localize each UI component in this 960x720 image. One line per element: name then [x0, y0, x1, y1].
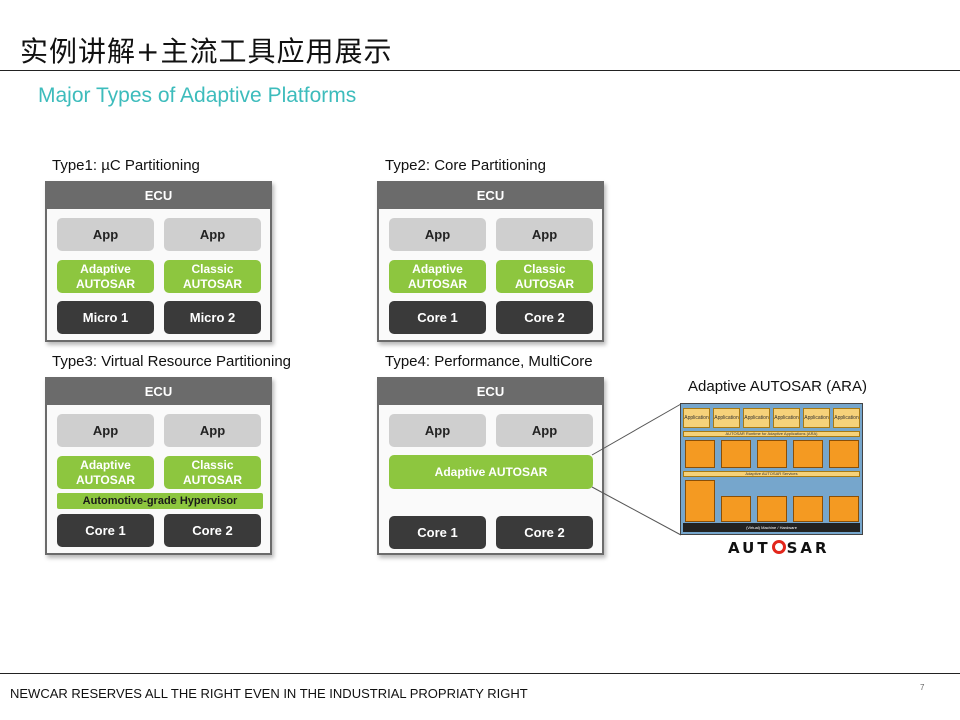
- type3-label: Type3: Virtual Resource Partitioning: [52, 353, 292, 370]
- app-block: App: [164, 414, 261, 447]
- footer-divider: [0, 673, 960, 674]
- ecu-header: ECU: [47, 379, 270, 405]
- classic-autosar-block: Classic AUTOSAR: [164, 260, 261, 293]
- adaptive-autosar-block: Adaptive AUTOSAR: [389, 455, 593, 489]
- ecu-header: ECU: [379, 379, 602, 405]
- ara-module: [685, 480, 715, 522]
- ara-module: [721, 496, 751, 522]
- core-block: Core 1: [57, 514, 154, 547]
- ara-module: [829, 496, 859, 522]
- ecu-header: ECU: [379, 183, 602, 209]
- app-block: App: [164, 218, 261, 251]
- ara-application-cell: Application: [803, 408, 830, 428]
- ara-module: [793, 496, 823, 522]
- ara-module: [685, 440, 715, 468]
- app-block: App: [389, 218, 486, 251]
- ara-module: [757, 496, 787, 522]
- core-block: Core 1: [389, 301, 486, 334]
- adaptive-autosar-block: Adaptive AUTOSAR: [57, 456, 154, 489]
- app-block: App: [57, 218, 154, 251]
- ara-title: Adaptive AUTOSAR (ARA): [688, 378, 867, 395]
- type2-label: Type2: Core Partitioning: [385, 157, 546, 174]
- ara-application-cell: Application: [683, 408, 710, 428]
- ara-application-cell: Application: [833, 408, 860, 428]
- ara-application-row: Application Application Application Appl…: [683, 408, 860, 428]
- micro-block: Micro 1: [57, 301, 154, 334]
- ara-module: [757, 440, 787, 468]
- type3-ecu-diagram: ECU App App Adaptive AUTOSAR Classic AUT…: [45, 377, 272, 555]
- type1-ecu-diagram: ECU App App Adaptive AUTOSAR Classic AUT…: [45, 181, 272, 342]
- app-block: App: [496, 218, 593, 251]
- page-number: 7: [920, 683, 925, 692]
- ara-application-cell: Application: [773, 408, 800, 428]
- ara-machine-bar: (Virtual) Machine / Hardware: [683, 523, 860, 532]
- core-block: Core 2: [496, 516, 593, 549]
- footer-text: NEWCAR RESERVES ALL THE RIGHT EVEN IN TH…: [10, 686, 528, 701]
- type2-ecu-diagram: ECU App App Adaptive AUTOSAR Classic AUT…: [377, 181, 604, 342]
- ara-module: [829, 440, 859, 468]
- ara-module: [721, 440, 751, 468]
- core-block: Core 1: [389, 516, 486, 549]
- ara-runtime-bar: AUTOSAR Runtime for Adaptive Application…: [683, 431, 860, 437]
- slide-title: 实例讲解+主流工具应用展示: [20, 35, 393, 68]
- core-block: Core 2: [164, 514, 261, 547]
- ara-architecture-image: Application Application Application Appl…: [680, 403, 863, 535]
- type4-label: Type4: Performance, MultiCore: [385, 353, 593, 370]
- core-block: Core 2: [496, 301, 593, 334]
- ara-application-cell: Application: [713, 408, 740, 428]
- classic-autosar-block: Classic AUTOSAR: [164, 456, 261, 489]
- slide-subtitle: Major Types of Adaptive Platforms: [38, 84, 357, 107]
- micro-block: Micro 2: [164, 301, 261, 334]
- hypervisor-block: Automotive-grade Hypervisor: [57, 493, 263, 509]
- adaptive-autosar-block: Adaptive AUTOSAR: [389, 260, 486, 293]
- app-block: App: [389, 414, 486, 447]
- ara-application-cell: Application: [743, 408, 770, 428]
- type4-ecu-diagram: ECU App App Adaptive AUTOSAR Core 1 Core…: [377, 377, 604, 555]
- app-block: App: [496, 414, 593, 447]
- ara-services-bar: Adaptive AUTOSAR Services: [683, 471, 860, 477]
- ecu-header: ECU: [47, 183, 270, 209]
- title-divider: [0, 70, 960, 71]
- app-block: App: [57, 414, 154, 447]
- classic-autosar-block: Classic AUTOSAR: [496, 260, 593, 293]
- ara-module: [793, 440, 823, 468]
- type1-label: Type1: µC Partitioning: [52, 157, 200, 174]
- adaptive-autosar-block: Adaptive AUTOSAR: [57, 260, 154, 293]
